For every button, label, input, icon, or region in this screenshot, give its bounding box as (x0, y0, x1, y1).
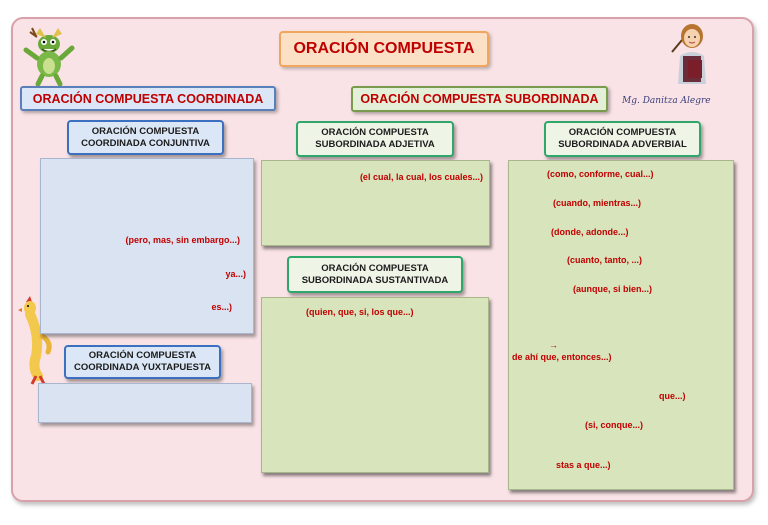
rubber-chicken-image (18, 296, 52, 385)
adjetiva-example-1: (el cual, la cual, los cuales...) (359, 172, 483, 182)
adjetiva-label-line2: SUBORDINADA ADJETIVA (315, 139, 435, 150)
sustantivada-label: ORACIÓN COMPUESTA SUBORDINADA SUSTANTIVA… (287, 256, 463, 293)
adjetiva-label-line1: ORACIÓN COMPUESTA (321, 127, 429, 138)
adverbial-label: ORACIÓN COMPUESTA SUBORDINADA ADVERBIAL (544, 121, 701, 157)
conjuntiva-example-3: es...) (211, 302, 232, 312)
adverbial-example-4: (cuanto, tanto, ...) (567, 255, 642, 265)
conjuntiva-example-2: ya...) (225, 269, 246, 279)
adverbial-example-3: (donde, adonde...) (551, 227, 629, 237)
sustantivada-label-line1: ORACIÓN COMPUESTA (321, 262, 429, 274)
adverbial-panel: (como, conforme, cual...) (cuando, mient… (508, 160, 734, 490)
adverbial-example-8: (si, conque...) (585, 420, 644, 430)
teacher-avatar-image (671, 24, 706, 84)
adverbial-example-7: que...) (659, 391, 686, 401)
author-signature: Mg. Danitza Alegre (622, 96, 711, 106)
dragon-mascot-image (23, 27, 75, 86)
sustantivada-label-line2: SUBORDINADA SUSTANTIVADA (301, 274, 449, 286)
yuxtapuesta-label: ORACIÓN COMPUESTA COORDINADA YUXTAPUESTA (64, 345, 221, 379)
conjuntiva-example-1: (pero, mas, sin embargo...) (125, 235, 240, 245)
yuxtapuesta-label-line1: ORACIÓN COMPUESTA (88, 350, 197, 361)
conjuntiva-label: ORACIÓN COMPUESTA COORDINADA CONJUNTIVA (67, 120, 224, 155)
coordinada-header: ORACIÓN COMPUESTA COORDINADA (20, 86, 276, 111)
adjetiva-label: ORACIÓN COMPUESTA SUBORDINADA ADJETIVA (296, 121, 454, 157)
conjuntiva-panel: (pero, mas, sin embargo...) ya...) es...… (40, 158, 254, 334)
sustantivada-example-1: (quien, que, si, los que...) (306, 307, 414, 317)
adjetiva-panel: (el cual, la cual, los cuales...) (261, 160, 490, 246)
sustantivada-panel: (quien, que, si, los que...) (261, 297, 489, 473)
adverbial-example-5: (aunque, si bien...) (573, 284, 653, 294)
adverbial-example-6: de ahí que, entonces...) (512, 352, 612, 362)
arrow-icon: → (549, 340, 558, 350)
yuxtapuesta-label-line2: COORDINADA YUXTAPUESTA (74, 362, 211, 373)
adverbial-label-line2: SUBORDINADA ADVERBIAL (558, 139, 687, 150)
yuxtapuesta-panel (38, 383, 252, 423)
conjuntiva-label-line2: COORDINADA CONJUNTIVA (81, 137, 210, 149)
adverbial-label-line1: ORACIÓN COMPUESTA (568, 127, 677, 138)
conjuntiva-label-line1: ORACIÓN COMPUESTA (91, 125, 200, 137)
adverbial-example-1: (como, conforme, cual...) (547, 169, 654, 179)
main-title: ORACIÓN COMPUESTA (279, 31, 489, 67)
subordinada-header: ORACIÓN COMPUESTA SUBORDINADA (351, 86, 608, 112)
adverbial-example-2: (cuando, mientras...) (553, 198, 642, 208)
adverbial-example-9: stas a que...) (556, 460, 611, 470)
